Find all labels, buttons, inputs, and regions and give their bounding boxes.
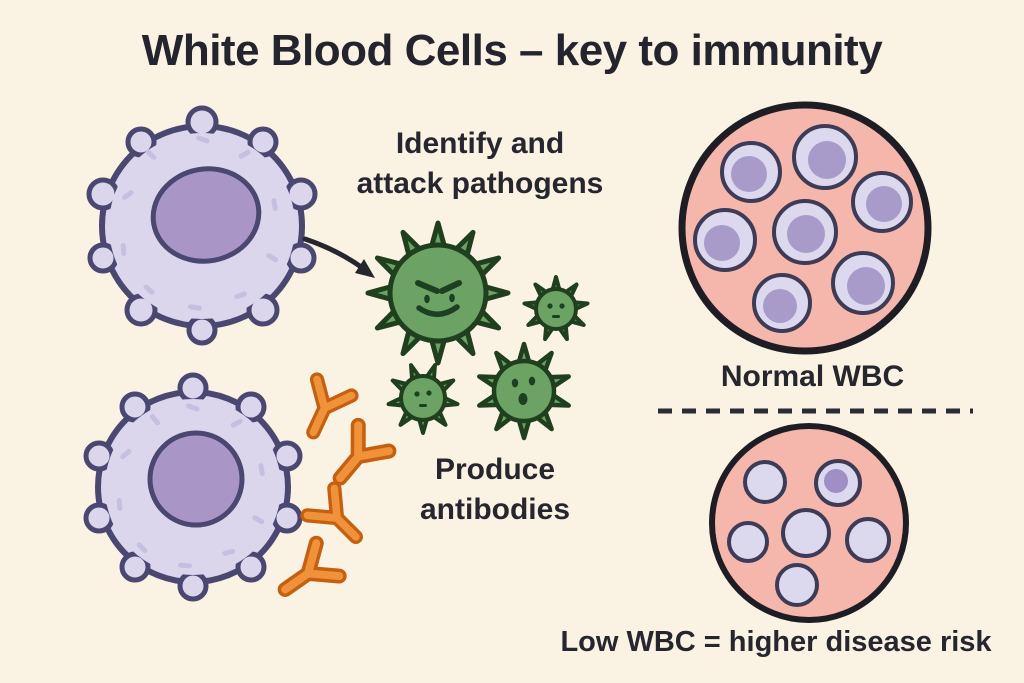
page-title: White Blood Cells – key to immunity xyxy=(141,26,883,75)
cell-nucleus xyxy=(147,430,245,528)
pathogen-small-right xyxy=(521,275,591,343)
low-cell-nucleus xyxy=(824,469,848,493)
low-wbc-label: Low WBC = higher disease risk xyxy=(560,626,992,658)
antibody-1 xyxy=(296,379,351,440)
white-blood-cell-1 xyxy=(86,105,318,346)
normal-wbc-panel xyxy=(678,101,932,355)
antibody-4 xyxy=(274,543,340,606)
cell-nucleus xyxy=(150,166,262,264)
produce-line-2: antibodies xyxy=(419,493,570,526)
low-wbc-panel xyxy=(709,423,909,623)
identify-attack-label: Identify and attack pathogens xyxy=(310,124,650,204)
pathogen-medium-bottom xyxy=(477,344,570,438)
white-blood-cell-2 xyxy=(83,372,303,602)
membrane-bumps xyxy=(83,372,303,602)
produce-antibodies-label: Produce antibodies xyxy=(355,450,635,530)
small-face xyxy=(414,390,432,407)
small-face xyxy=(547,303,565,318)
surprised-face xyxy=(511,376,536,405)
pathogen-small-left xyxy=(385,361,461,435)
cytoplasm-speckles xyxy=(116,403,265,569)
cytoplasm-speckles xyxy=(120,135,279,311)
identify-line-2: attack pathogens xyxy=(356,167,604,200)
identify-line-1: Identify and xyxy=(395,127,565,160)
normal-cell-nuclei xyxy=(704,141,902,323)
attack-arrow xyxy=(302,236,375,278)
produce-line-1: Produce xyxy=(434,453,556,486)
pathogen-large xyxy=(368,223,508,363)
normal-wbc-label: Normal WBC xyxy=(720,360,905,393)
angry-face xyxy=(415,280,462,317)
